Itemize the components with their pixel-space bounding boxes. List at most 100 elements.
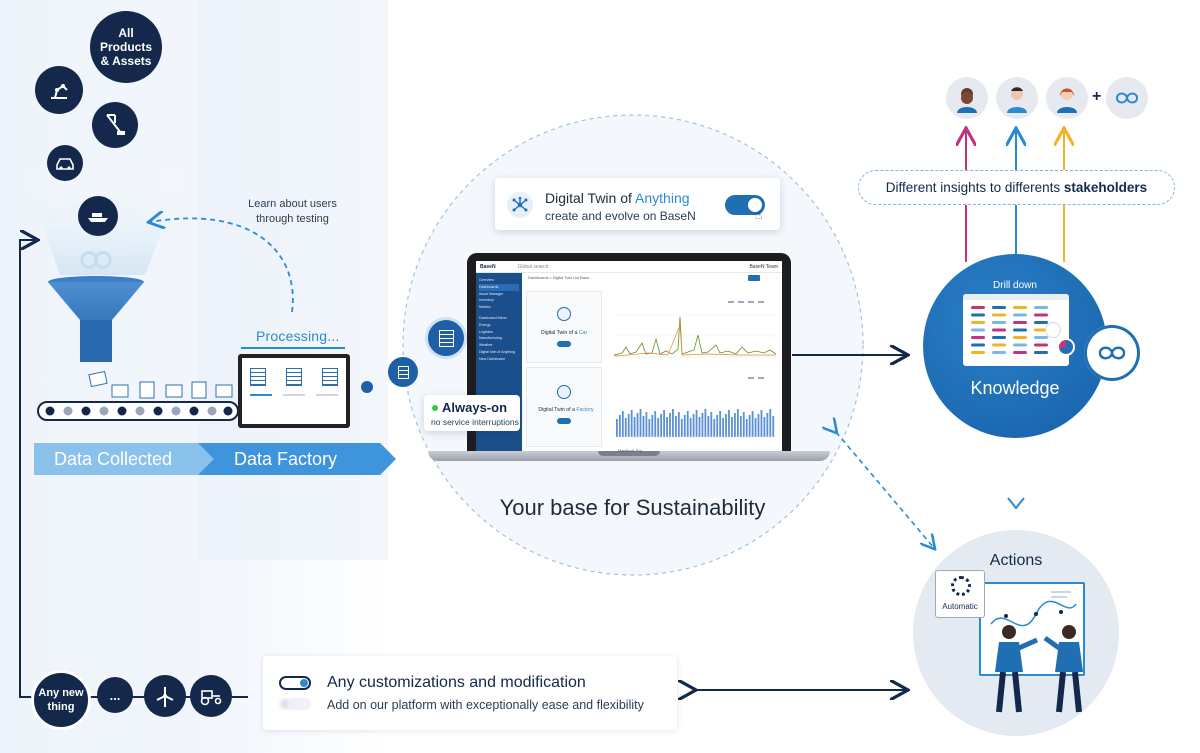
data-collected-label: Data Collected [54,448,173,469]
sidebar-tree-item[interactable]: Energy [479,322,491,327]
sidebar-tree-item[interactable]: Dashboard Menu [479,315,507,320]
sidebar-item[interactable]: Dashboards [479,283,519,291]
factory-bar [616,419,618,437]
factory-bar [748,415,751,437]
sidebar-tree-item[interactable]: Weather [479,343,493,348]
knowledge-cell [971,351,985,354]
factory-bar [719,411,722,437]
custom-toggle-off[interactable] [279,698,311,710]
factory-bar [769,409,772,437]
always-on-title: Always-on [442,400,508,415]
factory-bar [722,418,724,437]
laptop-screen: BaseN Global search BaseN Team Overview … [476,261,782,453]
laptop-base [428,451,830,461]
custom-toggle-on[interactable] [279,676,311,690]
factory-bar [710,412,713,437]
sidebar-tree-item[interactable]: Digital twin of Anything [479,349,516,354]
processing-label: Processing... [256,328,340,344]
car-twin-panel [526,291,602,363]
factory-bar [639,409,642,437]
knowledge-cell [1013,351,1027,354]
factory-bar [675,416,677,437]
knowledge-cell [971,328,985,332]
car-twin-toggle[interactable] [557,341,571,347]
sidebar-tree-item[interactable]: New Dashboard [479,356,505,361]
knowledge-cell [992,351,1006,354]
laptop: BaseN Global search BaseN Team Overview … [467,253,791,453]
factory-bar [645,412,648,437]
breadcrumb: Dashboards > Digital Twin List Base... [528,276,592,280]
factory-bar [725,414,727,437]
factory-bar [686,411,689,437]
insights-prefix: Different insights to differents [885,180,1061,195]
sidebar-item[interactable]: Inventory [479,298,494,303]
knowledge-table [963,294,1075,366]
knowledge-cell [1034,306,1048,309]
factory-twin-toggle[interactable] [557,418,571,424]
app-topbar: BaseN Global search BaseN Team [476,261,782,273]
knowledge-cell [1034,343,1048,347]
custom-subtitle: Add on our platform with exceptionally e… [327,698,644,712]
car-label-prefix: Digital Twin of a [540,330,578,336]
factory-bar [754,418,757,437]
sidebar-item[interactable]: Metrics [479,305,491,310]
knowledge-cell [971,306,985,309]
windmill-icon [144,675,186,717]
transfer-dot-small [361,381,373,393]
sidebar-tree-item[interactable]: Logistics [479,329,493,334]
drill-down-label: Drill down [993,280,1037,291]
bar-chart-icon [1045,322,1061,338]
robot-arm-icon [35,66,83,114]
knowledge-cell [1034,351,1048,354]
factory-bar [734,413,736,437]
sidebar-item[interactable]: Overview [479,278,494,282]
transfer-doc-mid [388,357,418,387]
pie-chart-icon [1057,338,1075,356]
global-search[interactable]: Global search [517,263,549,270]
stakeholder-avatar-1 [946,77,988,119]
factory-bar [701,413,704,437]
document-icon [397,365,409,379]
factory-icon [557,385,571,399]
knowledge-cell [1013,343,1027,347]
all-products-label: All Products & Assets [99,26,152,68]
insights-pill: Different insights to differents stakeho… [858,170,1175,205]
factory-bar [751,411,754,437]
ship-icon [78,196,118,236]
stakeholder-avatar-3 [1046,77,1088,119]
gear-icon [951,576,971,596]
automatic-card: Automatic [935,570,985,618]
sidebar-tree-item[interactable]: Manufacturing [479,336,502,341]
document-icon [438,329,454,347]
user-name[interactable]: BaseN Team [749,263,778,270]
automatic-label: Automatic [942,602,978,611]
actions-circle: Actions Automatic [913,530,1119,736]
factory-bar [672,409,674,437]
status-dot [432,405,438,411]
factory-bar [677,412,680,437]
factory-bar [766,413,769,437]
knowledge-cell [1013,328,1027,332]
twin-title-prefix: Digital Twin of [545,190,632,206]
factory-bar [648,419,651,437]
sidebar-item[interactable]: Asset Manager [479,291,504,296]
laptop-model-label: MacBook Pro [617,448,642,453]
factory-bar [739,416,742,437]
factory-bar [642,416,645,437]
knowledge-cell [992,313,1006,317]
factory-bar [654,411,657,437]
twin-card-subtitle: create and evolve on BaseN [545,209,696,223]
factory-bar [731,417,733,437]
share-button[interactable] [748,275,760,281]
knowledge-title: Knowledge [970,378,1060,398]
always-on-subtitle: no service interruptions [431,417,519,427]
knowledge-cell [1013,313,1027,317]
stakeholder-avatar-2 [996,77,1038,119]
factory-bar [713,419,716,437]
knowledge-cell [971,343,985,347]
processing-underline [241,347,345,349]
twin-toggle[interactable] [725,195,765,215]
factory-bar [763,417,766,437]
knowledge-cell [1034,321,1048,324]
factory-twin-panel [526,367,602,447]
